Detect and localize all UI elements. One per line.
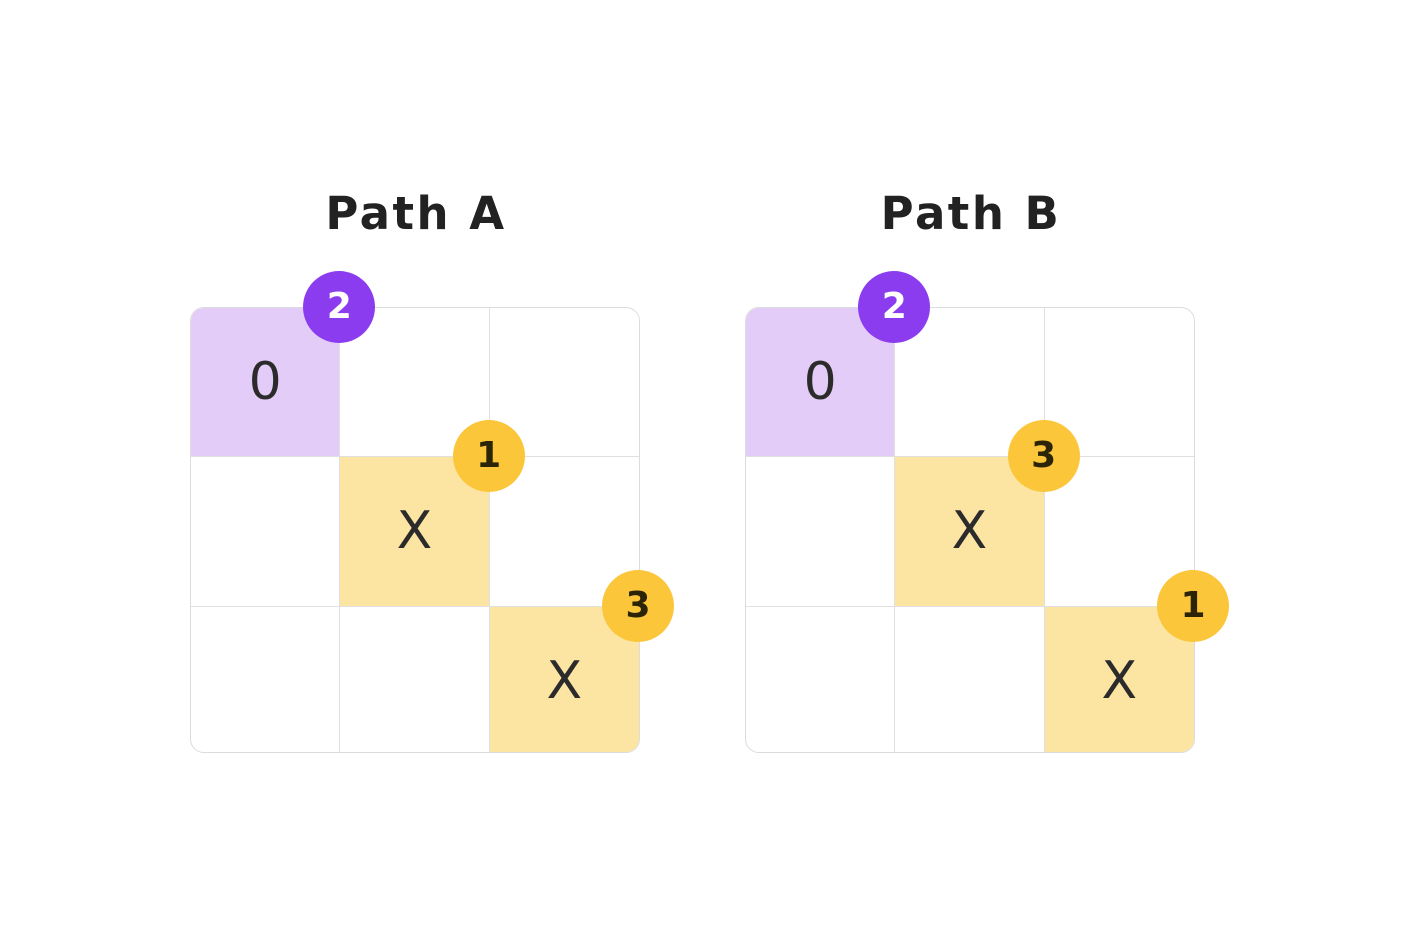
start-marker: 0 <box>803 352 837 413</box>
obstacle-marker: X <box>1101 651 1138 712</box>
step-badge-label: 3 <box>625 584 651 626</box>
step-badge-label: 2 <box>326 286 352 327</box>
panel-title-path-a: Path A <box>325 187 507 240</box>
grid-cell-r2-c1[interactable] <box>895 606 1045 752</box>
grid-cell-r0-c2[interactable] <box>1044 308 1194 458</box>
panel-title-path-b: Path B <box>880 187 1062 240</box>
step-badge-label: 1 <box>1180 584 1206 626</box>
obstacle-marker: X <box>546 651 583 712</box>
grid-cell-r2-c0[interactable] <box>191 606 341 752</box>
step-badge-label: 3 <box>1031 435 1057 477</box>
grid-cell-r1-c0[interactable] <box>746 457 896 607</box>
grid-cell-r0-c1[interactable] <box>895 308 1045 458</box>
grid-cell-r2-c0[interactable] <box>746 606 896 752</box>
step-badge-2[interactable]: 2 <box>858 271 931 343</box>
step-badge-2[interactable]: 2 <box>303 271 376 343</box>
obstacle-marker: X <box>396 501 433 562</box>
grid-cell-r2-c1[interactable] <box>340 606 490 752</box>
step-badge-label: 1 <box>476 435 502 477</box>
step-badge-label: 2 <box>881 286 907 327</box>
step-badge-3[interactable]: 3 <box>1007 420 1080 493</box>
step-badge-1[interactable]: 1 <box>1156 569 1229 642</box>
grid-cell-r1-c0[interactable] <box>191 457 341 607</box>
grid-cell-r0-c2[interactable] <box>489 308 639 458</box>
step-badge-3[interactable]: 3 <box>601 569 674 642</box>
obstacle-marker: X <box>951 501 988 562</box>
grid-cell-r1-c2[interactable] <box>1044 457 1194 607</box>
start-marker: 0 <box>248 352 282 413</box>
step-badge-1[interactable]: 1 <box>452 420 525 493</box>
grid-cell-r0-c1[interactable] <box>340 308 490 458</box>
grid-cell-r1-c2[interactable] <box>489 457 639 607</box>
